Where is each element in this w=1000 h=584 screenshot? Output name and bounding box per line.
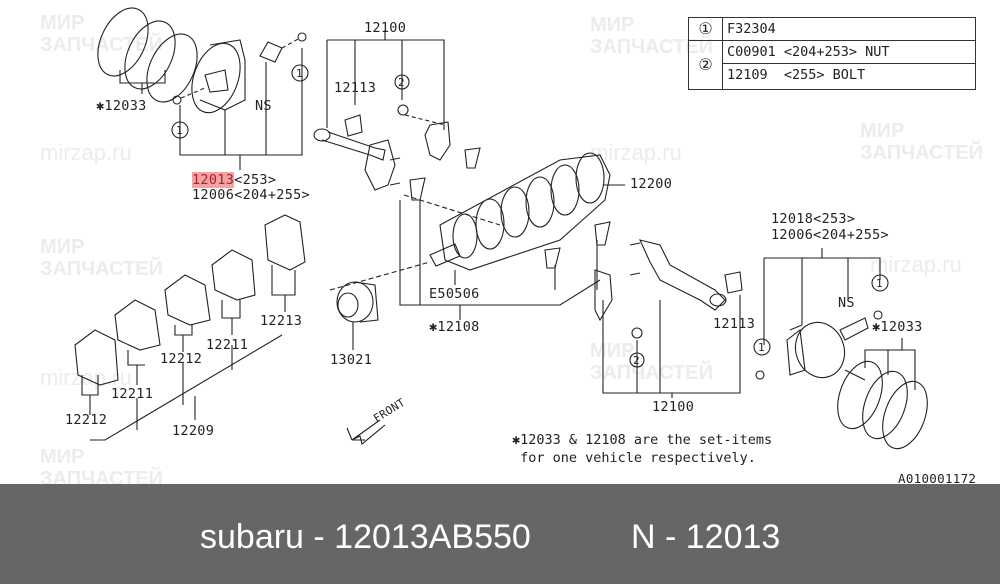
label-key: E50506	[429, 286, 480, 302]
piston-rings-left	[97, 7, 198, 103]
piston-rings-right	[837, 338, 928, 450]
label-bearing-12211-b: 12211	[111, 386, 154, 402]
clip-marker-right-top: 1	[876, 277, 883, 290]
ref-row: F32304	[723, 18, 975, 41]
crankshaft	[329, 152, 625, 291]
part-caption-bar: subaru - 12013AB550 N - 12013	[0, 484, 1000, 584]
connecting-rod-top	[313, 30, 451, 191]
bearing-set	[74, 214, 306, 441]
reference-table: F32304 C00901 <204+253> NUT 12109 <255> …	[688, 17, 976, 90]
clip-marker-right-bottom: 1	[758, 341, 765, 354]
label-crank-set: ✱12108	[429, 319, 480, 335]
crank-bearings	[399, 147, 611, 320]
label-bushing-top: 12113	[334, 80, 377, 96]
reference-caption: N - 12013	[631, 518, 781, 556]
label-rings-left: ✱12033	[96, 98, 147, 114]
label-crankshaft: 12200	[630, 176, 673, 192]
label-bearing-12212-a: 12212	[160, 351, 203, 367]
watermark: mirzap.ru	[40, 365, 132, 390]
label-bearing-12212-b: 12212	[65, 412, 108, 428]
label-rings-right: ✱12033	[872, 319, 923, 335]
exploded-view-drawing	[74, 7, 928, 450]
label-pin-left: NS	[255, 98, 272, 114]
label-piston-left[interactable]: 12013<253>	[192, 172, 277, 188]
clip-marker-left-bottom: 1	[176, 124, 183, 137]
nut-marker-top: 2	[398, 76, 405, 89]
sprocket	[336, 281, 379, 350]
clip-marker-left-top: 1	[296, 67, 303, 80]
ref-row: C00901 <204+253> NUT	[723, 41, 975, 64]
label-piston-left-alt: 12006<204+255>	[192, 187, 310, 203]
marker-1: ①	[689, 18, 723, 41]
part-number-caption: subaru - 12013AB550	[200, 518, 531, 556]
label-piston-right: 12018<253>	[771, 211, 856, 227]
connecting-rod-bottom	[594, 239, 743, 398]
marker-2: ②	[689, 41, 723, 89]
label-bushing-bottom: 12113	[713, 316, 756, 332]
piston-right	[753, 248, 889, 381]
ref-row: 12109 <255> BOLT	[727, 67, 866, 83]
front-arrow-icon	[346, 419, 386, 445]
label-bearing-12211-a: 12211	[206, 337, 249, 353]
label-piston-right-alt: 12006<204+255>	[771, 227, 889, 243]
watermark: mirzap.ru	[40, 140, 132, 165]
set-items-note: ✱12033 & 12108 are the set-items for one…	[512, 432, 773, 466]
watermark: mirzap.ru	[590, 140, 682, 165]
label-rod-set-bottom: 12100	[652, 399, 695, 415]
nut-marker-bottom: 2	[633, 354, 640, 367]
label-sprocket: 13021	[330, 352, 373, 368]
piston-left	[171, 32, 309, 170]
label-bearing-set: 12209	[172, 423, 215, 439]
label-rod-set-top: 12100	[364, 20, 407, 36]
watermark: mirzap.ru	[870, 252, 962, 277]
label-pin-right: NS	[838, 295, 855, 311]
label-bearing-12213: 12213	[260, 313, 303, 329]
highlighted-part-number[interactable]: 12013	[192, 172, 235, 188]
label-figure-id: A010001172	[898, 471, 977, 486]
